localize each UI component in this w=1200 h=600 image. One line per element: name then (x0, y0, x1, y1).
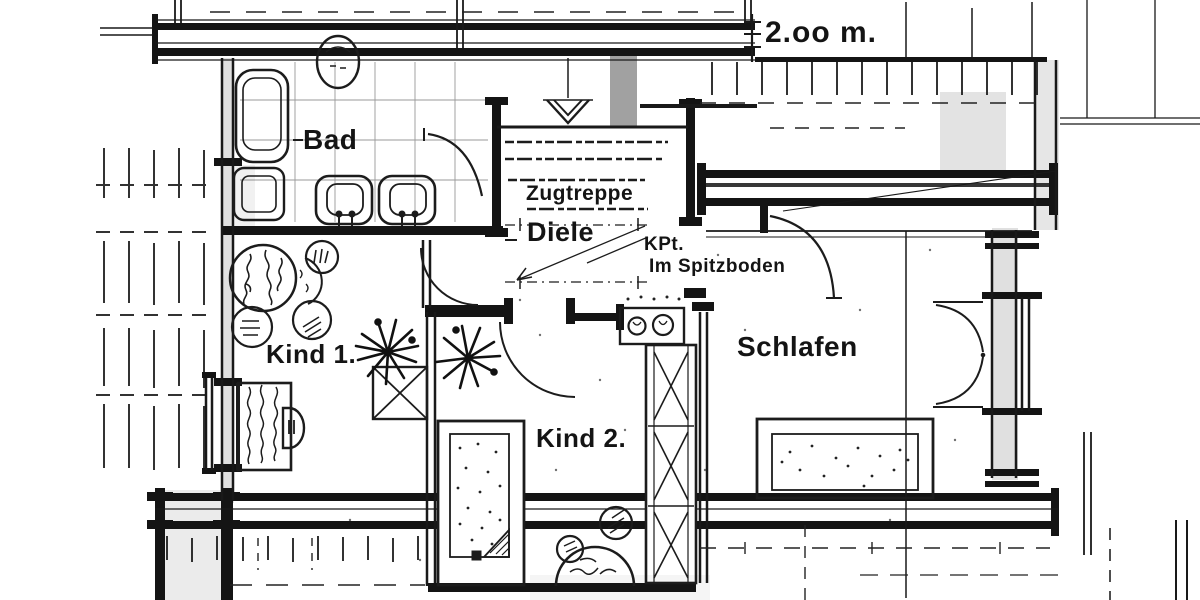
roof-hatch (96, 62, 1038, 562)
stair-markings (293, 58, 668, 289)
plants (354, 318, 502, 390)
stool-3 (230, 305, 274, 349)
shower-tray (232, 166, 286, 222)
bed-schlafen (755, 417, 935, 500)
stool-2 (291, 299, 333, 341)
dimension-label: 2.oo m. (765, 16, 878, 49)
washstand (618, 306, 686, 346)
pouf-1 (555, 534, 585, 564)
stool-1 (304, 239, 340, 275)
room-label-schlafen: Schlafen (737, 331, 858, 362)
double-door-arcs (933, 301, 984, 408)
plant-1 (354, 318, 420, 386)
room-label-kind1: Kind 1. (266, 339, 357, 369)
schlafen-door-arc (769, 214, 836, 299)
schlafen-furniture (755, 417, 935, 500)
room-label-kind2: Kind 2. (536, 423, 627, 453)
bad-door-arc (427, 132, 484, 197)
bathroom-fixtures (232, 34, 488, 226)
washbasin-2 (377, 174, 437, 226)
bed-kind2 (436, 419, 526, 587)
pouf-2 (598, 505, 634, 541)
round-rug (228, 243, 298, 313)
kind2-door-arc (499, 321, 576, 398)
room-label-diele: Diele (527, 217, 595, 247)
floor-specks (348, 248, 957, 562)
kind2-furniture (436, 295, 698, 587)
washbasin-1 (314, 174, 374, 226)
annotation-kpt: KPt. (644, 234, 684, 255)
kind1-furniture (228, 239, 429, 472)
wall-lines (100, 0, 1200, 600)
door-swings (420, 128, 986, 408)
bedside-table (281, 406, 306, 450)
room-label-zugtreppe: Zugtreppe (526, 182, 634, 205)
kind1-door-arc (420, 247, 479, 306)
crescent-seat (304, 257, 323, 305)
toilet (315, 34, 361, 90)
plant-2 (434, 324, 502, 390)
entry-chevron (546, 99, 590, 125)
shaft-box (371, 365, 429, 421)
room-label-bad: Bad (303, 124, 358, 155)
chair-halfround (554, 545, 636, 587)
annotation-spitzboden: Im Spitzboden (649, 256, 786, 277)
bathtub (234, 68, 290, 164)
dashed-lines (210, 11, 1111, 600)
